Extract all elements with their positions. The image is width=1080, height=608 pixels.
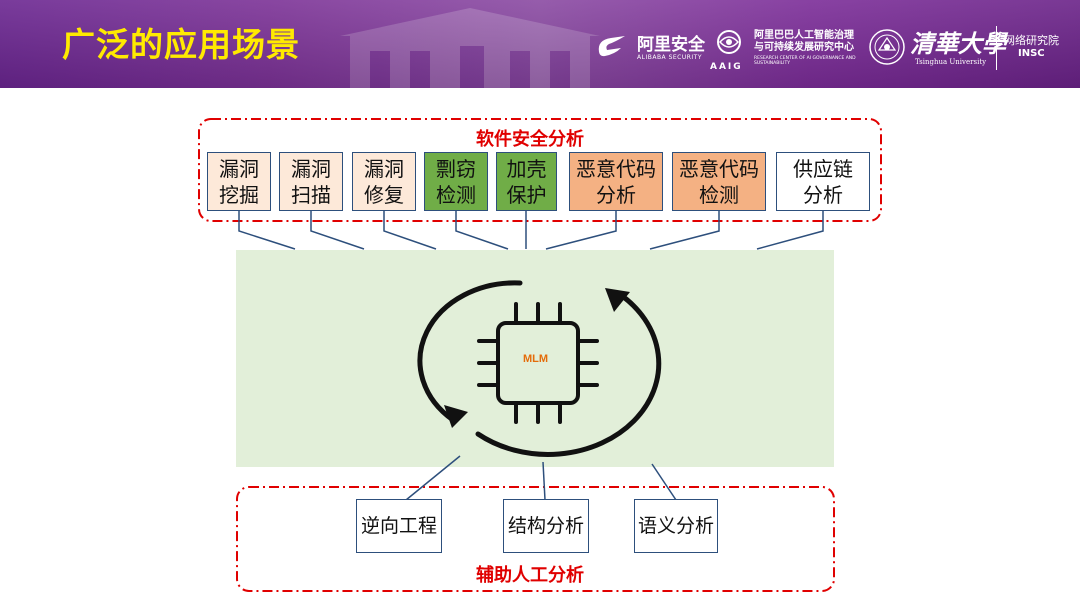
aaig-logo-mark: AAIG (710, 62, 743, 72)
aaig-cn-line2: 与可持续发展研究中心 (754, 42, 854, 53)
aaig-logo-icon (717, 30, 741, 54)
item-line1: 漏洞 (219, 156, 259, 181)
item-line2: 保护 (506, 182, 547, 207)
mlm-label: MLM (523, 353, 549, 365)
software-security-item: 恶意代码检测 (672, 152, 766, 211)
item-line2: 检测 (436, 182, 476, 207)
software-security-item: 漏洞修复 (352, 152, 416, 211)
item-label: 加壳保护 (507, 156, 547, 208)
assist-item-label: 语义分析 (637, 515, 714, 537)
item-label: 剽窃检测 (436, 156, 476, 208)
software-security-title: 软件安全分析 (476, 129, 584, 150)
alibaba-logo-name: 阿里安全 (637, 35, 705, 55)
connector-line (649, 211, 720, 250)
chip-icon (477, 302, 599, 424)
top-connectors (238, 211, 824, 250)
header-shade (0, 0, 1080, 88)
item-line2: 分析 (803, 182, 843, 207)
software-security-item: 恶意代码分析 (569, 152, 663, 211)
software-security-item: 漏洞扫描 (279, 152, 343, 211)
cycle-arrows-icon (417, 280, 662, 457)
assist-item: 逆向工程 (356, 499, 442, 553)
item-line1: 供应链 (793, 156, 853, 181)
tsinghua-seal-icon (869, 29, 905, 65)
item-line2: 挖掘 (219, 182, 259, 207)
alibaba-logo-icon (598, 36, 625, 57)
item-label: 漏洞挖掘 (219, 156, 259, 208)
assist-item: 结构分析 (503, 499, 589, 553)
item-line1: 恶意代码 (576, 156, 656, 181)
aaig-logo-en: RESEARCH CENTER OF AI GOVERNANCE AND SUS… (754, 56, 856, 66)
item-label: 供应链分析 (793, 156, 853, 208)
connector-line (455, 211, 509, 250)
connector-line (238, 211, 296, 250)
connector-line (310, 211, 365, 250)
tsinghua-logo-name: 清華大學 (910, 29, 1006, 58)
assist-group-border (236, 486, 835, 592)
software-security-item: 供应链分析 (776, 152, 870, 211)
insc-logo-en: INSC (1018, 48, 1045, 59)
assist-item-label: 逆向工程 (360, 515, 437, 537)
item-line1: 漏洞 (291, 156, 331, 181)
item-line2: 扫描 (291, 182, 331, 207)
item-line2: 修复 (364, 182, 404, 207)
building-silhouette-icon (340, 8, 600, 88)
assist-item: 语义分析 (634, 499, 718, 553)
item-line1: 加壳 (506, 156, 547, 181)
software-security-item: 加壳保护 (496, 152, 557, 211)
alibaba-logo-sub: ALIBABA SECURITY (637, 54, 703, 61)
item-line2: 检测 (699, 182, 739, 207)
software-security-group-border (198, 118, 882, 222)
connector-line (651, 463, 677, 501)
tsinghua-logo-sub: Tsinghua University (915, 58, 987, 66)
item-line1: 漏洞 (364, 156, 404, 181)
logo-separator (996, 26, 997, 70)
software-security-item: 漏洞挖掘 (207, 152, 271, 211)
item-label: 恶意代码分析 (576, 156, 656, 208)
page-title: 广泛的应用场景 (62, 25, 300, 64)
item-label: 恶意代码检测 (679, 156, 759, 208)
arrowhead-icon (605, 288, 630, 312)
arrowhead-icon (444, 405, 468, 428)
bottom-connectors (405, 455, 677, 501)
header-banner (0, 0, 1080, 88)
insc-logo-cn: 网络研究院 (1004, 34, 1059, 47)
item-label: 漏洞扫描 (291, 156, 331, 208)
aaig-logo-cn: 阿里巴巴人工智能治理与可持续发展研究中心 (754, 30, 854, 54)
software-security-item: 剽窃检测 (424, 152, 488, 211)
connector-line (405, 455, 461, 501)
connector-line (542, 461, 546, 501)
item-line2: 分析 (596, 182, 636, 207)
aaig-cn-line1: 阿里巴巴人工智能治理 (754, 30, 854, 41)
connector-line (756, 211, 824, 250)
assist-item-label: 结构分析 (507, 515, 584, 537)
connector-line (545, 211, 617, 250)
item-label: 漏洞修复 (364, 156, 404, 208)
item-line1: 剽窃 (436, 156, 476, 181)
connector-line (383, 211, 437, 250)
assist-title: 辅助人工分析 (476, 565, 584, 586)
item-line1: 恶意代码 (679, 156, 759, 181)
